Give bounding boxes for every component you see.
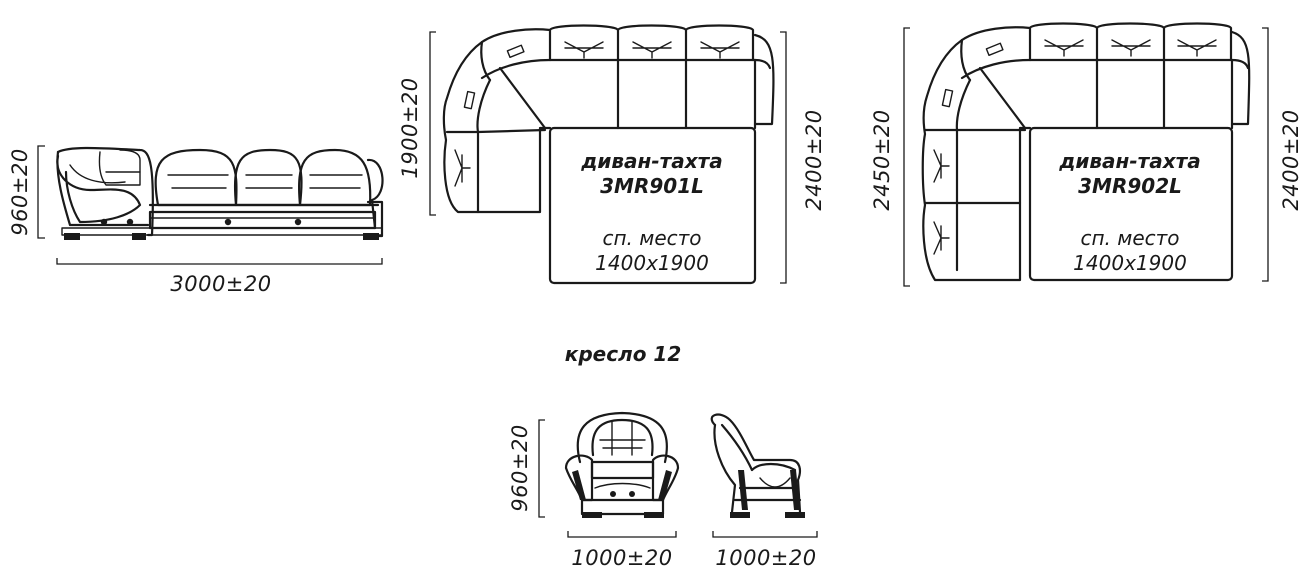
corner-sofa-3mr901l: 1900±20 2400±20 [398, 24, 826, 285]
sofa-height-dimension-line [37, 145, 45, 239]
sofa-width-dimension-line [56, 258, 383, 265]
901l-drawing: диван-тахта 3MR901L сп. место 1400x1900 [442, 24, 775, 285]
armchair-foot-right [644, 512, 664, 518]
armchair-height-dimension-line [538, 419, 545, 518]
straight-sofa-front-view: 960±20 [8, 145, 384, 296]
armchair-front-width-dimension-line [567, 531, 677, 538]
armchair-side-view [710, 413, 805, 518]
901l-right-dimension-line [780, 31, 787, 284]
902l-name-line2: 3MR902L [1078, 174, 1182, 198]
902l-right-dimension-label: 2400±20 [1279, 109, 1303, 210]
901l-bed-line1: сп. место [602, 226, 701, 250]
902l-sleeping-area [1028, 126, 1234, 282]
armchair-front-view [564, 411, 680, 518]
armchair-title: кресло 12 [565, 342, 682, 366]
armchair-height-label: 960±20 [508, 424, 532, 511]
armchair-side-foot-right [785, 512, 805, 518]
901l-left-dimension-label: 1900±20 [398, 77, 422, 178]
902l-drawing: диван-тахта 3MR902L сп. место 1400x1900 [921, 22, 1251, 282]
sofa-width-label: 3000±20 [170, 272, 271, 296]
armchair-side-width-label: 1000±20 [715, 546, 816, 570]
902l-right-dimension-line [1262, 27, 1269, 282]
901l-name-line2: 3MR901L [600, 174, 704, 198]
corner-sofa-3mr902l: 2450±20 2400±20 [870, 22, 1303, 287]
902l-bed-line1: сп. место [1080, 226, 1179, 250]
sofa-foot-left [64, 233, 80, 240]
902l-left-dimension-line [903, 27, 910, 287]
armchair-foot-left [582, 512, 602, 518]
armchair-front-width-label: 1000±20 [571, 546, 672, 570]
901l-left-dimension-line [429, 31, 436, 216]
901l-sleeping-area [548, 126, 757, 285]
901l-name-line1: диван-тахта [580, 149, 723, 173]
901l-right-dimension-label: 2400±20 [802, 109, 826, 210]
902l-name-line1: диван-тахта [1058, 149, 1201, 173]
straight-sofa-drawing [56, 146, 384, 240]
armchair-side-width-dimension-line [712, 531, 818, 538]
sofa-foot-mid [132, 233, 146, 240]
902l-left-dimension-label: 2450±20 [870, 109, 894, 210]
sofa-height-label: 960±20 [8, 148, 32, 235]
armchair-section: кресло 12 960±20 [508, 342, 818, 570]
armchair-side-foot-left [730, 512, 750, 518]
902l-bed-line2: 1400x1900 [1073, 251, 1187, 275]
901l-bed-line2: 1400x1900 [595, 251, 709, 275]
